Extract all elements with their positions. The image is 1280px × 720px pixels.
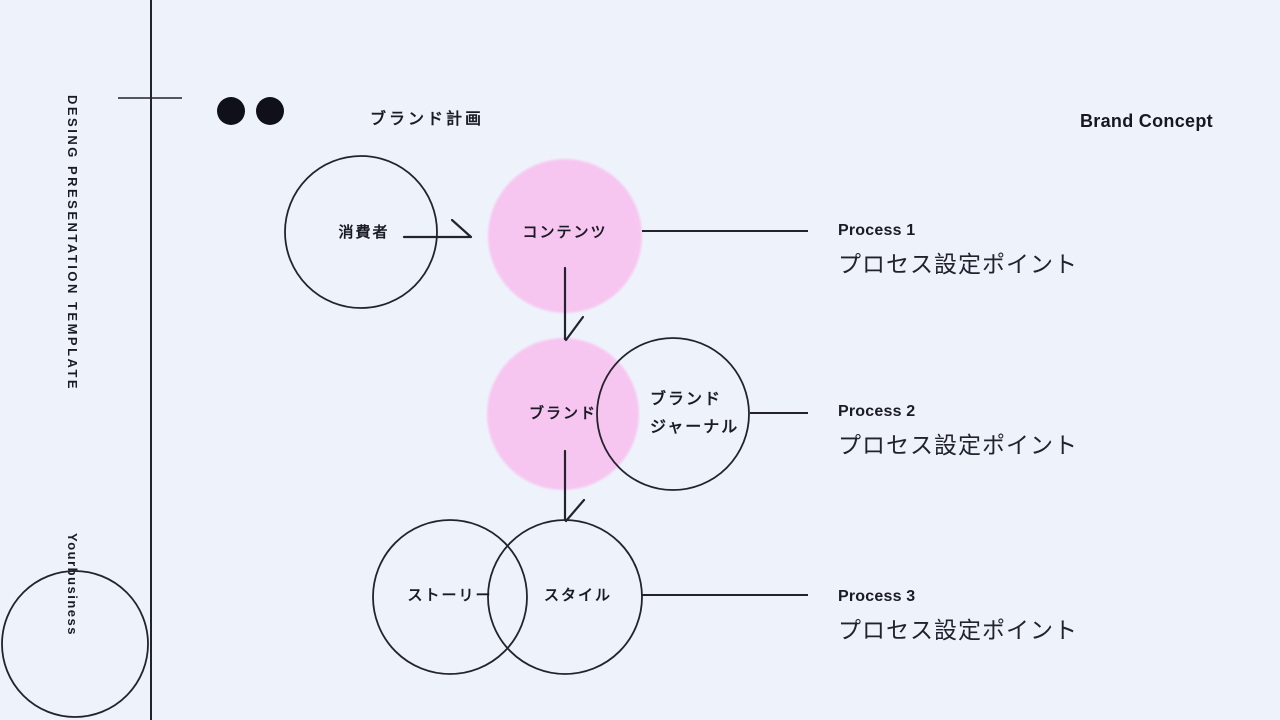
process-row-2: Process 2 プロセス設定ポイント: [838, 402, 1078, 460]
node-label-story: ストーリー: [407, 587, 493, 604]
decorative-circle: [1, 570, 149, 718]
sidebar-vertical-title: DESING PRESENTATION TEMPLATE: [65, 95, 80, 392]
brand-journal-circle: [596, 337, 750, 491]
slide-title-japanese: ブランド計画: [370, 111, 485, 128]
arrow-content-to-brand: [563, 266, 585, 342]
arrow-brand-to-style: [563, 449, 586, 523]
process-row-3: Process 3 プロセス設定ポイント: [838, 587, 1078, 645]
brand-circle: [487, 338, 639, 490]
slide-title-english: Brand Concept: [1080, 111, 1213, 131]
process-3-title: Process 3: [838, 588, 916, 605]
process-3-desc: プロセス設定ポイント: [838, 617, 1078, 643]
story-circle: [372, 519, 528, 675]
process-row-1: Process 1 プロセス設定ポイント: [838, 221, 1078, 279]
node-label-consumer: 消費者: [338, 224, 390, 241]
process-1-desc: プロセス設定ポイント: [838, 251, 1078, 277]
process-2-title: Process 2: [838, 403, 916, 420]
node-label-content: コンテンツ: [522, 224, 608, 241]
content-circle: [488, 159, 642, 313]
node-label-brand: ブランド: [528, 405, 598, 422]
process-2-desc: プロセス設定ポイント: [838, 432, 1078, 458]
node-label-style: スタイル: [543, 587, 613, 604]
node-label-brand-journal: ブランド ジャーナル: [650, 391, 740, 436]
arrow-consumer-to-content: [402, 218, 473, 239]
logo-dot-left: [217, 97, 245, 125]
logo-dot-right: [256, 97, 284, 125]
consumer-circle: [284, 155, 438, 309]
sidebar-vertical-footer: Yourbusiness: [65, 533, 80, 637]
process-1-title: Process 1: [838, 222, 916, 239]
